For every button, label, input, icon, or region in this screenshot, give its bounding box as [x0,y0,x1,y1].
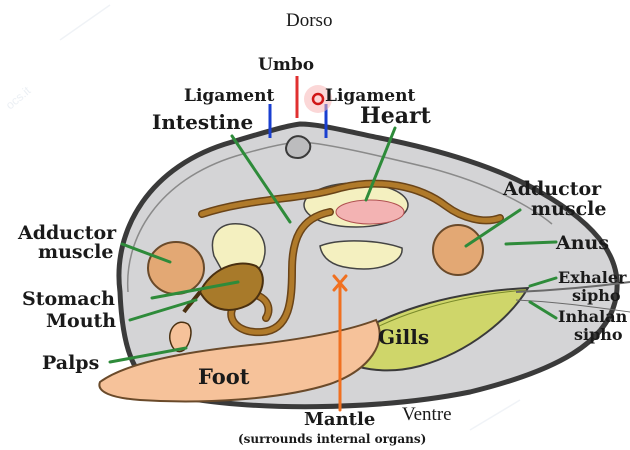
label-adductor-left-2: muscle [38,241,114,263]
label-ventre: Ventre [402,404,452,425]
svg-text:ocs.it: ocs.it [3,83,34,112]
adductor-muscle-left [148,242,204,294]
label-palps: Palps [42,352,99,374]
adductor-muscle-right [433,225,483,275]
label-anus: Anus [555,232,609,254]
label-gills: Gills [378,325,429,349]
label-umbo: Umbo [258,55,314,75]
label-exhalent-2: sipho [572,286,621,305]
label-mouth: Mouth [46,310,116,332]
label-adductor-right-2: muscle [531,198,607,220]
label-foot: Foot [198,364,250,389]
heart-organ [336,200,404,224]
label-mantle-note: (surrounds internal organs) [238,432,426,446]
label-inhalant-1: Inhalan [558,307,628,326]
label-adductor-right-1: Adductor [502,178,602,200]
label-inhalant-2: sipho [574,325,623,344]
label-mantle: Mantle [304,409,375,430]
label-dorso: Dorso [286,10,332,31]
label-stomach: Stomach [22,288,115,310]
label-intestine: Intestine [152,110,253,134]
umbo-hinge [286,136,310,158]
label-heart: Heart [360,103,432,129]
label-exhalent-1: Exhaler [558,268,627,287]
label-ligament-left: Ligament [184,86,274,106]
